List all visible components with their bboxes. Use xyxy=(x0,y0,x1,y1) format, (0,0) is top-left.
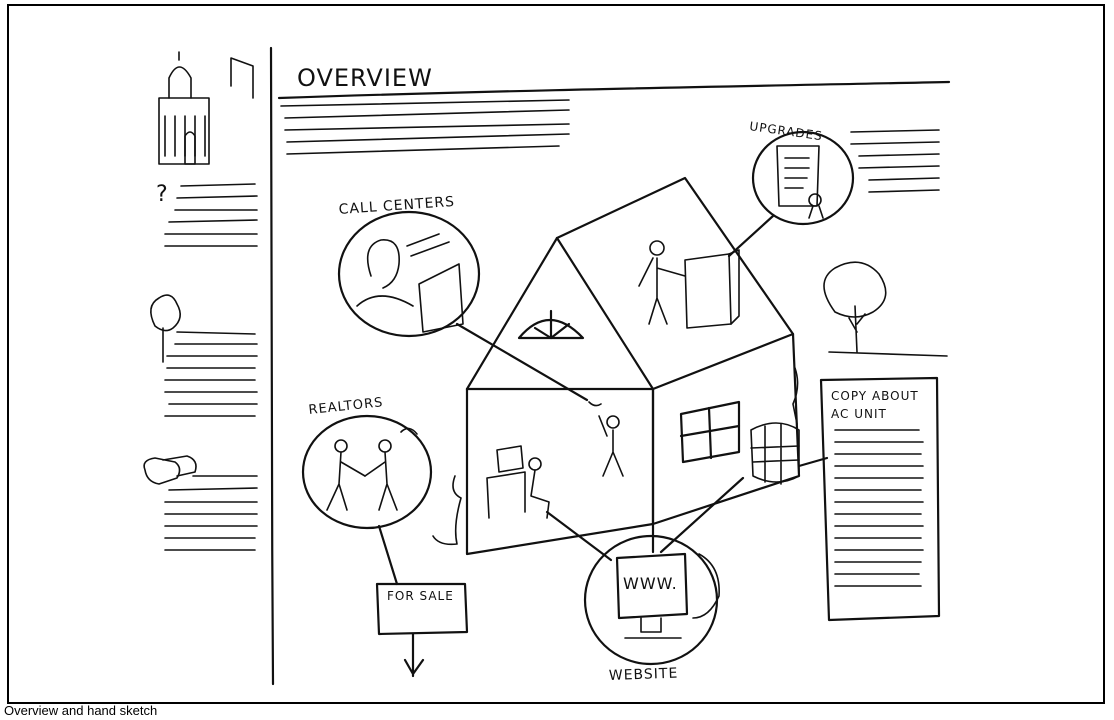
sidebar-text-lines-2 xyxy=(164,331,258,417)
copy-title-line-1: COPY ABOUT xyxy=(831,389,919,403)
desk-worker-figure xyxy=(486,445,550,519)
monitor-icon xyxy=(615,552,689,620)
www-label: WWW. xyxy=(623,574,678,593)
ac-unit-icon xyxy=(750,367,800,485)
realtors-connector xyxy=(377,524,399,586)
binoculars-icon xyxy=(143,455,197,485)
house-drawing xyxy=(465,176,801,556)
website-label: WEBSITE xyxy=(609,666,679,684)
handshake-icon xyxy=(326,427,418,511)
sketch-frame: ? OVERVIEW xyxy=(7,4,1105,704)
question-mark-icon: ? xyxy=(156,182,169,207)
realtors-bubble: REALTORS FOR SALE xyxy=(301,395,469,678)
sidebar-text-lines-3 xyxy=(164,475,258,551)
phone-person-figure xyxy=(598,415,624,477)
page-title: OVERVIEW xyxy=(297,64,433,92)
upgrades-circle xyxy=(751,130,855,226)
technician-figure xyxy=(638,240,740,329)
building-icon xyxy=(158,51,254,165)
upgrades-connector xyxy=(727,214,775,258)
call-centers-label: CALL CENTERS xyxy=(338,194,455,218)
website-bubble: WWW. WEBSITE xyxy=(545,476,745,684)
website-connector-left xyxy=(545,510,613,562)
sidebar-divider xyxy=(269,46,275,686)
user-face-icon xyxy=(692,553,720,619)
upgrades-label: UPGRADES xyxy=(749,119,824,143)
website-connector-right xyxy=(659,476,745,554)
for-sale-label: FOR SALE xyxy=(387,589,454,603)
realtors-circle xyxy=(301,414,433,530)
call-centers-connector xyxy=(455,322,589,402)
call-center-agent-icon xyxy=(356,233,464,333)
tree-icon xyxy=(150,294,181,363)
upgrades-bubble: UPGRADES xyxy=(727,119,855,258)
lamp-icon xyxy=(432,475,462,546)
house-phone-icon xyxy=(588,401,602,407)
title-underline xyxy=(277,80,951,100)
overview-sketch: ? OVERVIEW xyxy=(143,46,951,686)
realtors-label: REALTORS xyxy=(308,395,384,418)
ac-connector xyxy=(797,456,829,468)
right-text-lines xyxy=(850,129,940,193)
copy-title-line-2: AC UNIT xyxy=(831,407,887,421)
for-sale-sign: FOR SALE xyxy=(375,582,469,678)
monitor-stand-icon xyxy=(624,617,682,639)
intro-text-lines xyxy=(280,99,570,155)
sidebar-text-lines-1 xyxy=(164,183,258,247)
figure-caption: Overview and hand sketch xyxy=(4,703,158,718)
copy-text-lines xyxy=(834,429,924,587)
call-centers-circle xyxy=(337,210,481,338)
copy-about-ac-box: COPY ABOUT AC UNIT xyxy=(819,376,941,622)
certificate-icon xyxy=(776,145,824,219)
tree-drawing xyxy=(823,261,948,357)
